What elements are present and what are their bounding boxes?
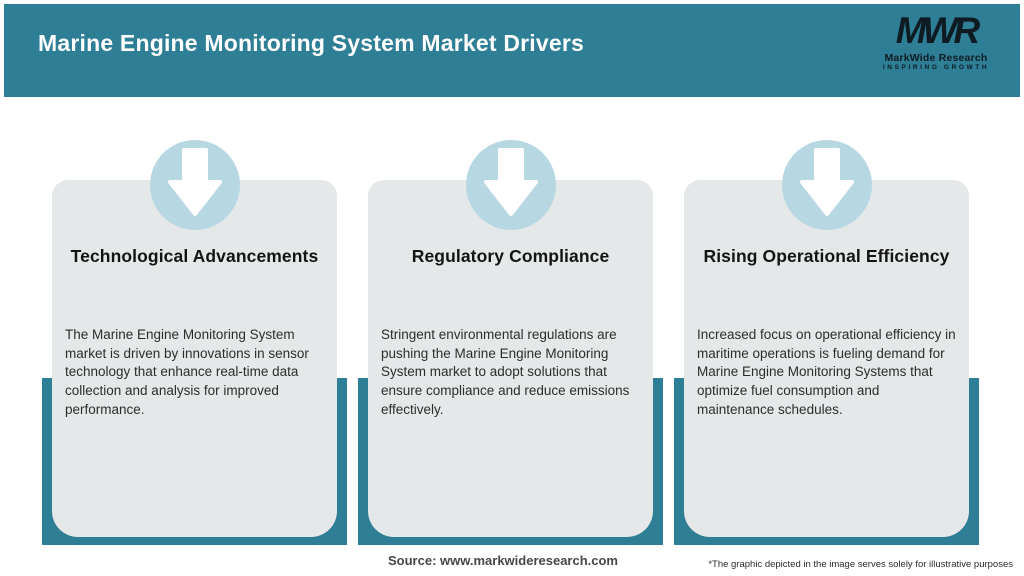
markwide-logo: MWR MarkWide Research INSPIRING GROWTH bbox=[876, 10, 996, 72]
down-arrow-icon bbox=[149, 140, 240, 230]
page-title: Marine Engine Monitoring System Market D… bbox=[38, 30, 584, 56]
driver-card-group-2: Regulatory Compliance Stringent environm… bbox=[358, 0, 663, 576]
driver-card-group-3: Rising Operational Efficiency Increased … bbox=[674, 0, 979, 576]
down-arrow-icon bbox=[781, 140, 872, 230]
card-title: Technological Advancements bbox=[70, 246, 319, 266]
driver-card: Rising Operational Efficiency Increased … bbox=[684, 180, 969, 537]
disclaimer-text: *The graphic depicted in the image serve… bbox=[708, 559, 1013, 570]
logo-tagline: INSPIRING GROWTH bbox=[882, 64, 990, 72]
card-body: Increased focus on operational efficienc… bbox=[697, 327, 956, 417]
logo-name: MarkWide Research bbox=[884, 51, 988, 64]
down-arrow-icon bbox=[465, 140, 556, 230]
driver-card-group-1: Technological Advancements The Marine En… bbox=[42, 0, 347, 576]
driver-card: Regulatory Compliance Stringent environm… bbox=[368, 180, 653, 537]
mwr-logo-icon: MWR bbox=[895, 10, 980, 51]
card-body: The Marine Engine Monitoring System mark… bbox=[65, 327, 309, 417]
card-title: Regulatory Compliance bbox=[411, 246, 610, 266]
source-text: Source: www.markwideresearch.com bbox=[387, 553, 619, 568]
driver-card: Technological Advancements The Marine En… bbox=[52, 180, 337, 537]
header-bar: Marine Engine Monitoring System Market D… bbox=[4, 4, 1020, 97]
card-title: Rising Operational Efficiency bbox=[703, 246, 950, 266]
card-body: Stringent environmental regulations are … bbox=[381, 327, 630, 417]
